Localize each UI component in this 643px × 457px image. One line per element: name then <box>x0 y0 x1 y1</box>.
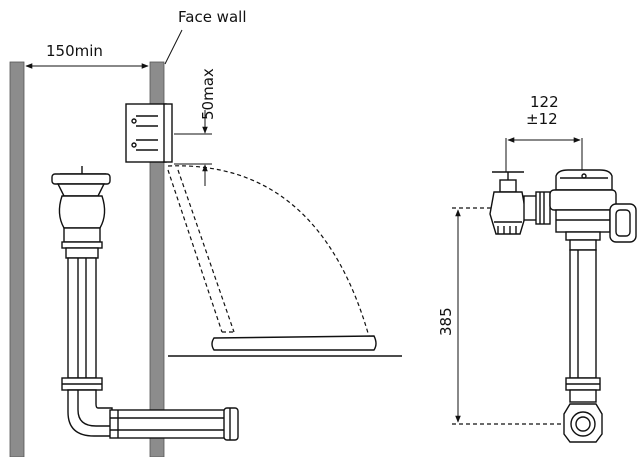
seat-swing-arc <box>167 165 371 341</box>
centre-distance-dimension: 122 ±12 <box>505 93 583 172</box>
flush-valve-front <box>549 169 637 443</box>
stop-valve <box>489 171 551 235</box>
max-offset-label: 50max <box>199 68 217 120</box>
max-offset-dimension: 50max <box>174 68 217 186</box>
side-view: 150min Face wall 50max <box>9 8 402 457</box>
height-dimension: 385 <box>437 207 570 425</box>
centre-distance-value: 122 <box>530 93 559 111</box>
front-view: 122 ±12 385 <box>437 93 637 443</box>
height-label: 385 <box>437 307 455 336</box>
min-distance-label: 150min <box>46 42 103 60</box>
toilet-seat <box>211 335 377 351</box>
flush-valve-side <box>51 166 239 441</box>
centre-distance-tolerance: ±12 <box>526 110 558 128</box>
seat-hinge-bracket <box>125 103 173 163</box>
back-wall <box>9 61 25 457</box>
min-distance-dimension: 150min <box>25 42 149 69</box>
face-wall-label: Face wall <box>178 8 246 26</box>
face-wall-leader <box>164 29 183 65</box>
